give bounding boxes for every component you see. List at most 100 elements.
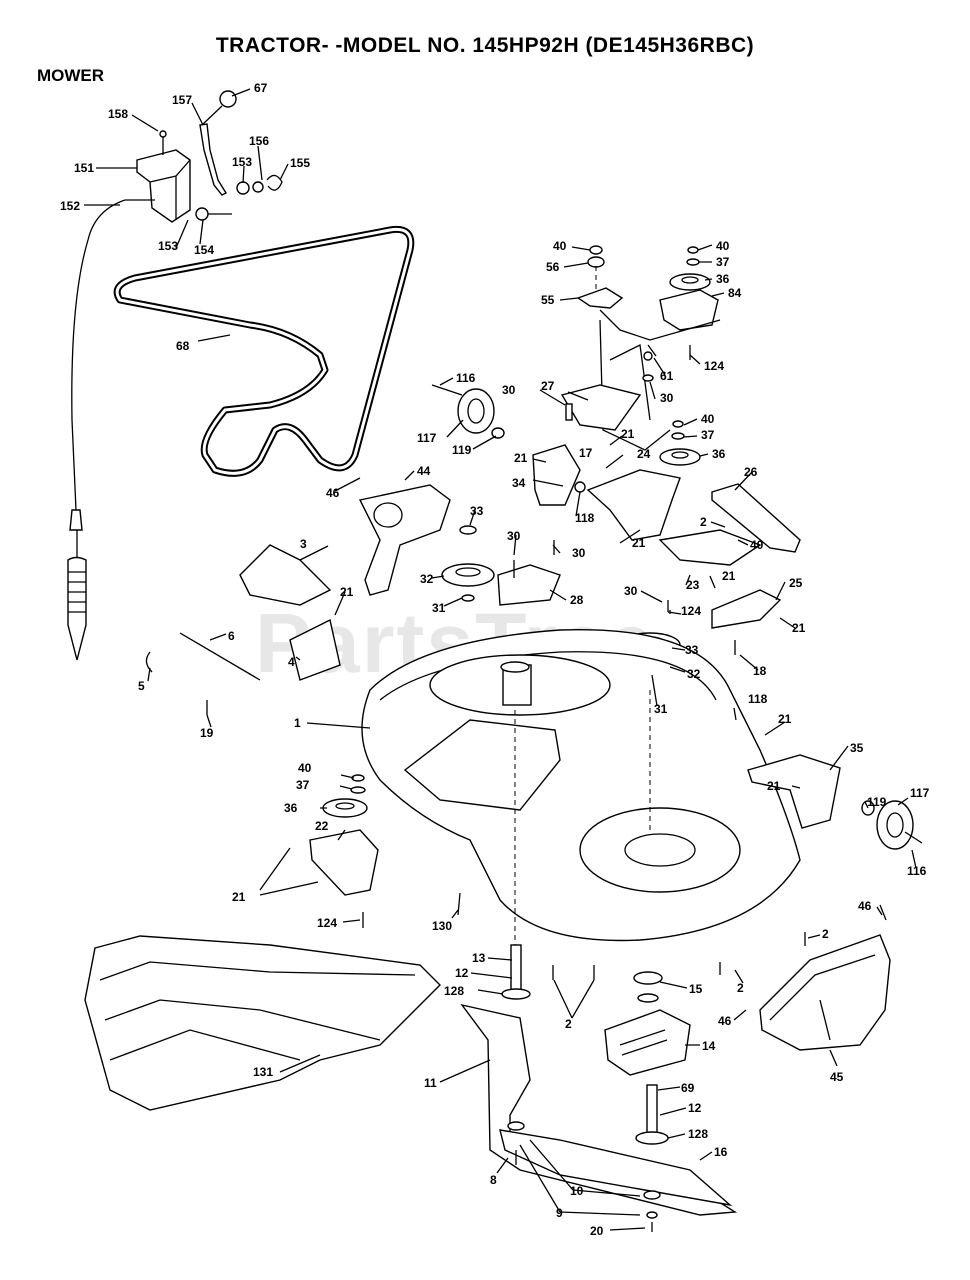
callout-12b: 12 — [688, 1101, 702, 1115]
shield-45 — [759, 934, 891, 1051]
callout-21b: 21 — [514, 451, 528, 465]
callout-46c: 46 — [718, 1014, 732, 1028]
callout-21e: 21 — [340, 585, 354, 599]
callout-68: 68 — [176, 339, 190, 353]
callout-31a: 31 — [432, 601, 446, 615]
upper-idler-pulley — [669, 273, 711, 291]
callout-2a: 2 — [700, 515, 707, 529]
callout-158: 158 — [108, 107, 128, 121]
lever-knob — [219, 90, 237, 108]
callout-4: 4 — [288, 655, 295, 669]
callout-21g: 21 — [778, 712, 792, 726]
callout-56: 56 — [546, 260, 560, 274]
callout-116b: 116 — [907, 864, 927, 878]
callout-30c: 30 — [507, 529, 521, 543]
callout-28: 28 — [570, 593, 584, 607]
callout-33a: 33 — [470, 504, 484, 518]
chute-131 — [84, 935, 441, 1111]
idler-arm-bracket — [560, 384, 642, 431]
callout-44: 44 — [417, 464, 431, 478]
callout-19: 19 — [200, 726, 214, 740]
callout-37b: 37 — [701, 428, 715, 442]
callout-25: 25 — [789, 576, 803, 590]
gauge-wheel-lower — [876, 800, 914, 850]
callout-33b: 33 — [685, 643, 699, 657]
bearing-15 — [633, 971, 663, 985]
callout-26: 26 — [744, 465, 758, 479]
gauge-wheel-upper — [457, 388, 495, 434]
spindle-shaft-13 — [510, 944, 522, 996]
callout-128b: 128 — [688, 1127, 708, 1141]
callout-128a: 128 — [444, 984, 464, 998]
callout-118b: 118 — [748, 692, 768, 706]
callout-1: 1 — [294, 716, 301, 730]
callout-84: 84 — [728, 286, 742, 300]
callout-37c: 37 — [296, 778, 310, 792]
callout-18: 18 — [753, 664, 767, 678]
callout-14: 14 — [702, 1039, 716, 1053]
callout-21d: 21 — [722, 569, 736, 583]
callout-46b: 46 — [858, 899, 872, 913]
page-title: TRACTOR- -MODEL NO. 145HP92H (DE145H36RB… — [215, 34, 755, 57]
callout-40b: 40 — [716, 239, 730, 253]
bracket-34 — [532, 444, 581, 506]
callout-23: 23 — [686, 578, 700, 592]
callout-156: 156 — [249, 134, 269, 148]
callout-151: 151 — [74, 161, 94, 175]
plate-23 — [658, 529, 762, 566]
callout-3: 3 — [300, 537, 307, 551]
callout-32a: 32 — [420, 572, 434, 586]
callout-118a: 118 — [575, 511, 595, 525]
callout-40a: 40 — [553, 239, 567, 253]
callout-154: 154 — [194, 243, 214, 257]
bracket-3 — [239, 544, 332, 606]
callout-46a: 46 — [326, 486, 340, 500]
callout-69: 69 — [681, 1081, 695, 1095]
callout-153: 153 — [232, 155, 252, 169]
blade-16 — [499, 1129, 733, 1207]
callout-6: 6 — [228, 629, 235, 643]
callout-21a: 21 — [621, 427, 635, 441]
callout-67: 67 — [254, 81, 268, 95]
callout-35: 35 — [850, 741, 864, 755]
upper-bracket-assembly — [431, 245, 801, 655]
callout-130: 130 — [432, 919, 452, 933]
lever-bracket — [136, 149, 191, 223]
spindle-housing-14 — [604, 1009, 691, 1076]
callout-153b: 153 — [158, 239, 178, 253]
callout-30d: 30 — [572, 546, 586, 560]
callout-117a: 117 — [417, 431, 437, 445]
callout-30b: 30 — [660, 391, 674, 405]
callout-2d: 2 — [565, 1017, 572, 1031]
callout-34: 34 — [512, 476, 526, 490]
callout-24: 24 — [637, 447, 651, 461]
callout-36a: 36 — [716, 272, 730, 286]
callout-21c: 21 — [632, 536, 646, 550]
callout-21h: 21 — [767, 779, 781, 793]
callout-119b: 119 — [867, 795, 887, 809]
deck-pulleys — [145, 484, 681, 715]
callout-11: 11 — [424, 1076, 437, 1090]
callout-40e: 40 — [298, 761, 312, 775]
bracket-22 — [309, 829, 379, 896]
bracket-4 — [289, 618, 341, 681]
deflector-mount — [403, 719, 561, 811]
idler-pulley-36 — [659, 448, 701, 466]
callout-119a: 119 — [452, 443, 472, 457]
callout-9: 9 — [556, 1206, 563, 1220]
callout-124c: 124 — [317, 916, 337, 930]
callout-124b: 124 — [681, 604, 701, 618]
callout-30e: 30 — [624, 584, 638, 598]
callout-152: 152 — [60, 199, 80, 213]
bracket-28 — [497, 564, 561, 606]
callout-12a: 12 — [455, 966, 469, 980]
lift-lever-assembly — [67, 90, 283, 661]
bracket-25 — [711, 589, 782, 629]
callout-32b: 32 — [687, 667, 701, 681]
callout-36b: 36 — [712, 447, 726, 461]
callout-31b: 31 — [654, 702, 668, 716]
callout-116a: 116 — [456, 371, 476, 385]
callout-157: 157 — [172, 93, 192, 107]
callout-2c: 2 — [737, 981, 744, 995]
